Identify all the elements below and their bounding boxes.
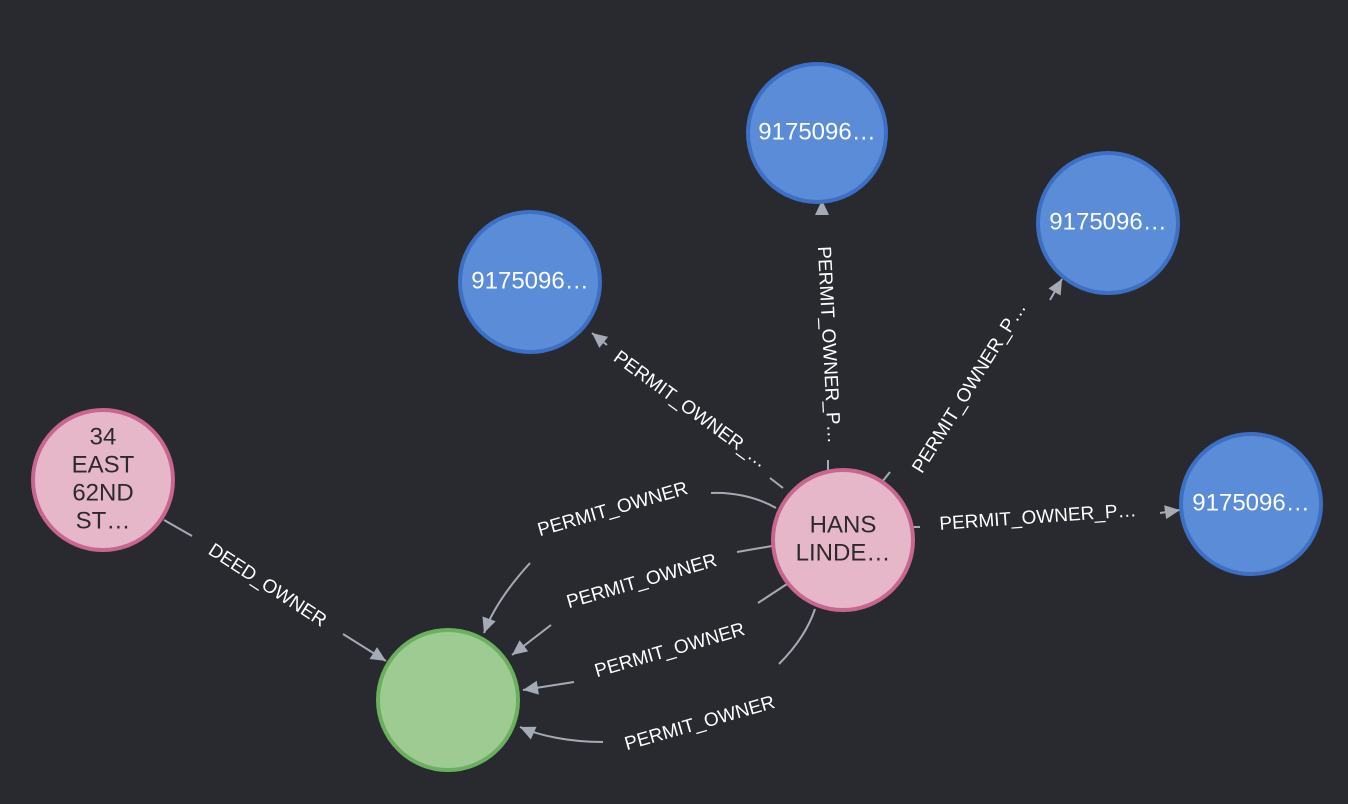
node-permit-right[interactable]: 9175096… — [1179, 432, 1323, 576]
node-circle — [1036, 151, 1180, 295]
node-owner[interactable]: HANSLINDE… — [771, 468, 915, 612]
arrow-head — [512, 640, 529, 655]
edge-owner-to-permit-upper-right[interactable]: PERMIT_OWNER_P… — [881, 278, 1063, 483]
edge-owner-to-target-1[interactable]: PERMIT_OWNER — [482, 478, 777, 634]
node-label: LINDE… — [796, 539, 891, 566]
node-label: EAST — [72, 451, 135, 478]
node-circle — [1179, 432, 1323, 576]
arrow-head — [815, 200, 829, 215]
edge-label: PERMIT_OWNER — [564, 550, 719, 613]
edges-layer: PERMIT_OWNER_… PERMIT_OWNER_P… PERMIT_OWNE… — [163, 200, 1181, 755]
arrow-head — [1048, 279, 1062, 296]
node-address[interactable]: 34EAST62NDST… — [31, 408, 175, 552]
edge-owner-to-permit-right[interactable]: PERMIT_OWNER_P… — [913, 500, 1181, 535]
arrow-head — [482, 616, 496, 633]
node-label: HANS — [810, 511, 877, 538]
node-target[interactable] — [376, 628, 520, 772]
edge-line — [881, 471, 891, 483]
node-circle — [771, 468, 915, 612]
node-circle — [458, 210, 602, 354]
edge-line — [769, 477, 784, 489]
edge-label: PERMIT_OWNER — [592, 619, 747, 682]
node-label: 9175096… — [1192, 489, 1309, 516]
edge-label: PERMIT_OWNER — [535, 478, 690, 541]
node-label: 62ND — [72, 479, 133, 506]
edge-line — [736, 545, 773, 553]
edge-label: PERMIT_OWNER — [622, 692, 777, 755]
node-circle — [31, 408, 175, 552]
edge-line — [778, 608, 816, 665]
edge-line — [710, 491, 777, 509]
edge-owner-to-permit-top[interactable]: PERMIT_OWNER_P… — [813, 200, 844, 470]
node-label: 9175096… — [758, 118, 875, 145]
edge-label: DEED_OWNER — [204, 540, 330, 632]
edge-owner-to-target-4[interactable]: PERMIT_OWNER — [519, 608, 816, 755]
node-circle — [746, 62, 888, 204]
edge-address-to-target[interactable]: DEED_OWNER — [163, 519, 387, 662]
edge-label: PERMIT_OWNER_P… — [939, 500, 1137, 535]
edge-label: PERMIT_OWNER_P… — [813, 246, 844, 444]
node-permit-upper-right[interactable]: 9175096… — [1036, 151, 1180, 295]
node-permit-left[interactable]: 9175096… — [458, 210, 602, 354]
edge-owner-to-permit-left[interactable]: PERMIT_OWNER_… — [591, 332, 784, 489]
arrow-head — [592, 333, 609, 348]
arrow-head — [520, 726, 537, 740]
edge-line — [163, 519, 193, 537]
node-label: 34 — [90, 423, 117, 450]
node-permit-top[interactable]: 9175096… — [746, 62, 888, 204]
node-label: ST… — [76, 507, 131, 534]
arrow-head — [369, 647, 386, 661]
node-label: 9175096… — [1049, 208, 1166, 235]
node-label: 9175096… — [471, 267, 588, 294]
nodes-layer: 9175096… 9175096… 9175096… 9175096… HANSLIND… — [31, 62, 1323, 772]
arrow-head — [1164, 505, 1180, 520]
node-circle — [376, 628, 520, 772]
edge-label: PERMIT_OWNER_P… — [908, 298, 1030, 477]
arrow-head — [523, 680, 539, 695]
edge-label: PERMIT_OWNER_… — [609, 347, 771, 473]
edge-owner-to-target-3[interactable]: PERMIT_OWNER — [522, 583, 788, 695]
edge-line — [757, 583, 788, 604]
